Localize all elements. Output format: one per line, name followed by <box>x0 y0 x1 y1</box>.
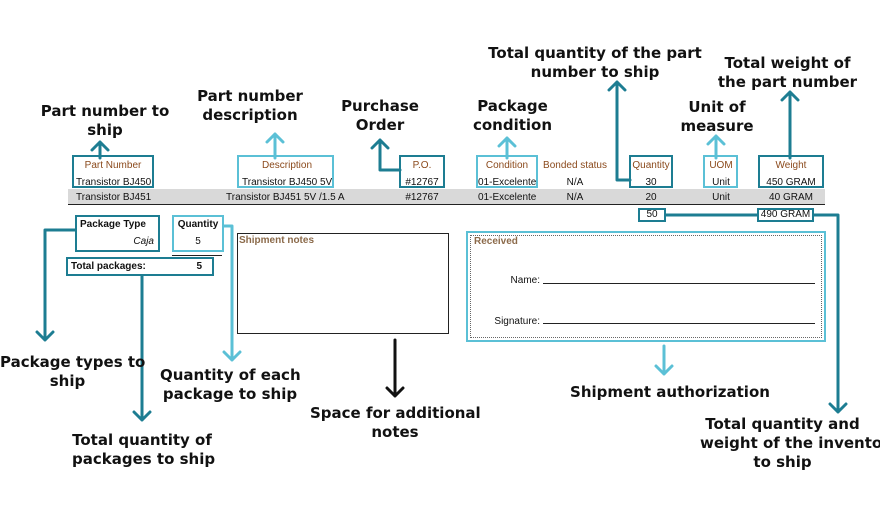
annotation-total-quantity-part: Total quantity of the part number to shi… <box>488 44 702 81</box>
row2-description: Transistor BJ451 5V /1.5 A <box>226 192 345 203</box>
row1-quantity: 30 <box>645 177 657 188</box>
header-po: P.O. <box>412 160 432 171</box>
header-description: Description <box>261 160 313 171</box>
package-quantity-box <box>172 215 224 252</box>
arrow-total-packages <box>132 274 152 422</box>
arrow-notes <box>385 338 405 398</box>
annotation-additional-notes: Space for additional notes <box>310 404 481 441</box>
highlight-weight <box>758 155 824 188</box>
arrow-totals <box>664 213 848 414</box>
highlight-po <box>399 155 445 188</box>
table-divider <box>68 204 825 205</box>
row1-weight: 450 GRAM <box>766 177 816 188</box>
row2-uom: Unit <box>712 192 730 203</box>
package-quantity-underline <box>172 255 222 256</box>
package-quantity-value: 5 <box>195 236 201 247</box>
name-line[interactable] <box>543 283 815 284</box>
header-part-number: Part Number <box>84 160 142 171</box>
package-type-box <box>75 215 160 252</box>
row1-po: #12767 <box>405 177 439 188</box>
table-row-band <box>68 189 825 204</box>
signature-label: Signature: <box>494 316 540 327</box>
row2-po: #12767 <box>405 192 439 203</box>
row2-part-number: Transistor BJ451 <box>76 192 152 203</box>
signature-line[interactable] <box>543 323 815 324</box>
arrow-description <box>265 132 285 160</box>
row1-description: Transistor BJ450 5V <box>242 177 333 188</box>
header-weight: Weight <box>775 160 807 171</box>
highlight-quantity <box>629 155 673 188</box>
total-quantity-box <box>638 208 666 222</box>
row1-part-number: Transistor BJ450 <box>76 177 152 188</box>
arrow-uom <box>706 134 726 160</box>
total-weight-box <box>757 208 814 222</box>
package-type-value: Caja <box>133 236 154 247</box>
arrow-po <box>370 138 402 172</box>
annotation-total-inventory: Total quantity and weight of the invento… <box>700 415 880 471</box>
total-weight: 490 GRAM <box>760 209 811 220</box>
received-outer-box <box>466 231 826 342</box>
arrow-package-type <box>35 228 77 342</box>
annotation-shipment-authorization: Shipment authorization <box>570 383 770 401</box>
header-condition: Condition <box>485 160 529 171</box>
annotation-purchase-order: Purchase Order <box>341 97 419 134</box>
highlight-part-number <box>72 155 154 188</box>
row2-quantity: 20 <box>645 192 657 203</box>
total-packages-box <box>66 257 214 276</box>
total-quantity: 50 <box>646 209 658 220</box>
row1-uom: Unit <box>712 177 730 188</box>
shipment-notes-box[interactable] <box>237 233 449 334</box>
name-label: Name: <box>510 275 540 286</box>
arrow-quantity-package <box>222 224 242 362</box>
highlight-uom <box>703 155 738 188</box>
annotation-package-condition: Package condition <box>472 97 553 134</box>
highlight-description <box>237 155 334 188</box>
arrow-received <box>654 344 674 376</box>
header-bonded-status: Bonded status <box>543 160 607 171</box>
row2-condition: 01-Excelente <box>478 192 537 203</box>
row2-weight: 40 GRAM <box>769 192 813 203</box>
annotation-total-weight: Total weight of the part number <box>717 54 858 91</box>
annotation-part-number: Part number to ship <box>40 102 170 139</box>
row1-condition: 01-Excelente <box>478 177 537 188</box>
row2-bonded: N/A <box>566 192 584 203</box>
total-packages-label: Total packages: <box>71 261 146 272</box>
header-uom: UOM <box>709 160 733 171</box>
received-label: Received <box>474 236 518 247</box>
received-inner-box <box>470 235 822 338</box>
shipment-notes-label: Shipment notes <box>239 235 315 246</box>
annotation-package-types: Package types to ship <box>0 353 146 390</box>
arrow-condition <box>497 136 517 160</box>
arrow-quantity <box>607 80 632 182</box>
arrow-weight <box>780 90 800 160</box>
total-packages-value: 5 <box>196 261 202 272</box>
package-type-label: Package Type <box>80 219 146 230</box>
header-quantity: Quantity <box>632 160 670 171</box>
annotation-description: Part number description <box>197 87 303 124</box>
highlight-condition <box>476 155 538 188</box>
row1-bonded: N/A <box>566 177 584 188</box>
annotation-quantity-each-package: Quantity of each package to ship <box>160 366 301 403</box>
annotation-unit-of-measure: Unit of measure <box>680 98 754 135</box>
annotation-total-packages: Total quantity of packages to ship <box>72 431 216 468</box>
package-quantity-label: Quantity <box>177 219 219 230</box>
